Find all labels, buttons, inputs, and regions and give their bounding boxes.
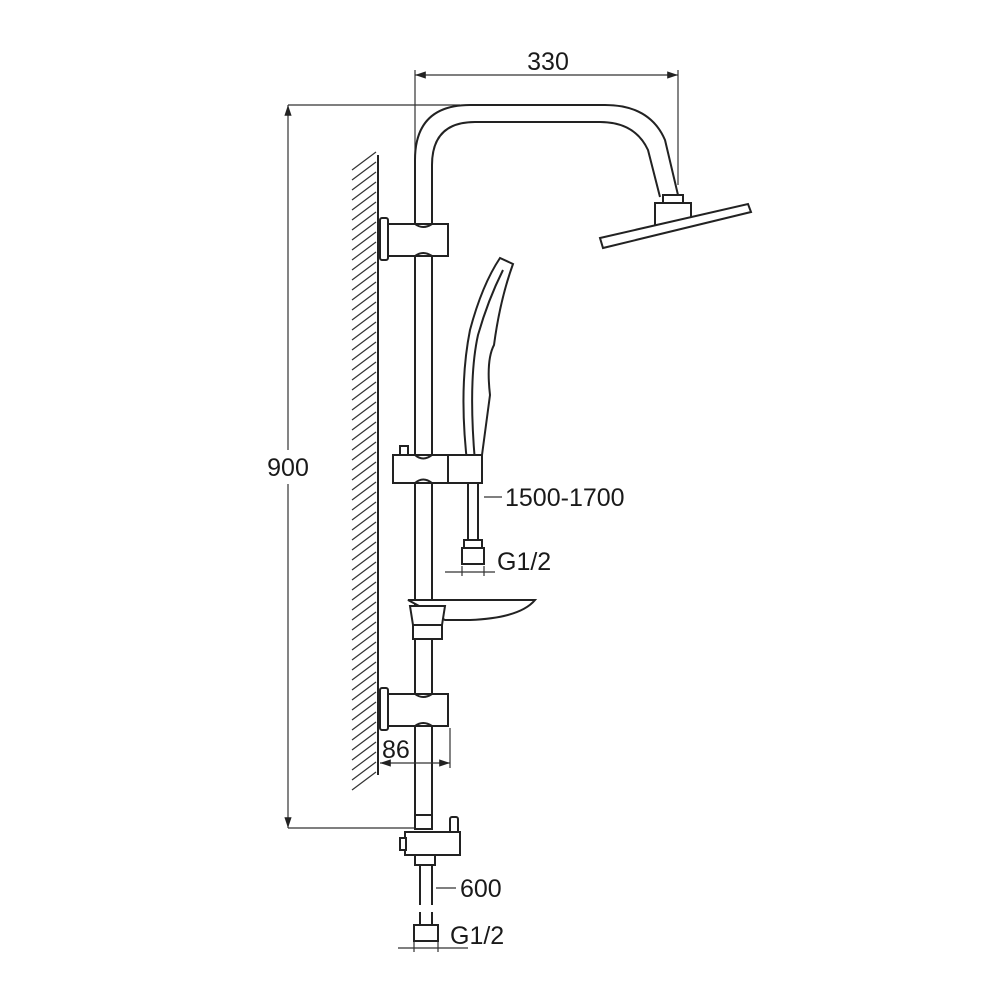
wall-hatch-line (351, 771, 377, 791)
wall-hatch-line (351, 511, 377, 531)
hand-hose: 1500-1700 G1/2 (445, 483, 625, 576)
wall-hatch-line (351, 601, 377, 621)
wall-hatch-line (351, 521, 377, 541)
wall-hatch-line (351, 591, 377, 611)
wall-hatch-line (351, 301, 377, 321)
wall-hatch-line (351, 191, 377, 211)
wall-hatch-line (351, 371, 377, 391)
wall-hatch-line (351, 731, 377, 751)
wall-hatch-line (351, 581, 377, 601)
inlet-diverter: 600 G1/2 (398, 814, 504, 952)
wall-hatch-line (351, 611, 377, 631)
wall-hatch-line (351, 401, 377, 421)
wall-hatch-line (351, 571, 377, 591)
hand-shower-slider (392, 445, 483, 484)
wall-offset-dimension: 86 (380, 728, 451, 768)
wall-hatch-line (351, 441, 377, 461)
riser-pipe (414, 104, 679, 828)
wall-hatch-line (351, 181, 377, 201)
wall-hatch-line (351, 351, 377, 371)
wall-hatch-line (351, 681, 377, 701)
wall-hatch-line (351, 311, 377, 331)
lower-wall-bracket (379, 687, 449, 731)
wall-hatch-line (351, 531, 377, 551)
wall-hatch-line (351, 701, 377, 721)
wall-hatch-line (351, 751, 377, 771)
wall-hatch-line (351, 281, 377, 301)
inlet-thread-label: G1/2 (450, 922, 504, 950)
wall-hatch-line (351, 621, 377, 641)
wall-hatch-line (351, 361, 377, 381)
wall (351, 151, 379, 791)
wall-hatch-line (351, 271, 377, 291)
wall-hatch-line (351, 551, 377, 571)
wall-hatch-line (351, 711, 377, 731)
wall-hatch-line (351, 261, 377, 281)
wall-hatch-line (351, 641, 377, 661)
wall-hatch-line (351, 221, 377, 241)
wall-hatch-line (351, 251, 377, 271)
wall-hatch-line (351, 151, 377, 171)
wall-offset-label: 86 (382, 736, 410, 764)
wall-hatch-line (351, 321, 377, 341)
wall-hatch-line (351, 451, 377, 471)
reach-dimension: 330 (414, 48, 679, 230)
wall-hatch-line (351, 421, 377, 441)
soap-dish (407, 599, 538, 640)
wall-hatch-line (351, 231, 377, 251)
wall-hatch-line (351, 391, 377, 411)
wall-hatch-line (351, 471, 377, 491)
wall-hatch-line (351, 651, 377, 671)
wall-hatch-line (351, 211, 377, 231)
reach-label: 330 (527, 48, 569, 76)
wall-hatch-line (351, 201, 377, 221)
wall-hatch-line (351, 241, 377, 261)
wall-hatch-line (351, 561, 377, 581)
upper-wall-bracket (379, 217, 449, 261)
wall-hatch-line (351, 171, 377, 191)
wall-hatch-line (351, 671, 377, 691)
hand-hose-length-label: 1500-1700 (505, 484, 625, 512)
wall-hatch-line (351, 661, 377, 681)
wall-hatch-line (351, 691, 377, 711)
wall-hatch-line (351, 331, 377, 351)
height-label: 900 (267, 454, 309, 482)
wall-hatch-line (351, 411, 377, 431)
wall-hatch-line (351, 291, 377, 311)
height-dimension: 900 (262, 104, 460, 829)
wall-hatch-line (351, 491, 377, 511)
wall-hatch-line (351, 541, 377, 561)
wall-hatch-line (351, 481, 377, 501)
wall-hatch-line (351, 381, 377, 401)
overhead-shower-head (598, 194, 753, 250)
wall-hatch-line (351, 341, 377, 361)
wall-hatch-line (351, 761, 377, 781)
wall-hatch-line (351, 461, 377, 481)
wall-hatch-line (351, 721, 377, 741)
inlet-hose-length-label: 600 (460, 875, 502, 903)
wall-hatch-line (351, 431, 377, 451)
hand-shower (462, 256, 515, 471)
wall-hatch-line (351, 741, 377, 761)
wall-hatch-line (351, 161, 377, 181)
wall-hatch-line (351, 631, 377, 651)
hand-hose-thread-label: G1/2 (497, 548, 551, 576)
wall-hatch-line (351, 501, 377, 521)
